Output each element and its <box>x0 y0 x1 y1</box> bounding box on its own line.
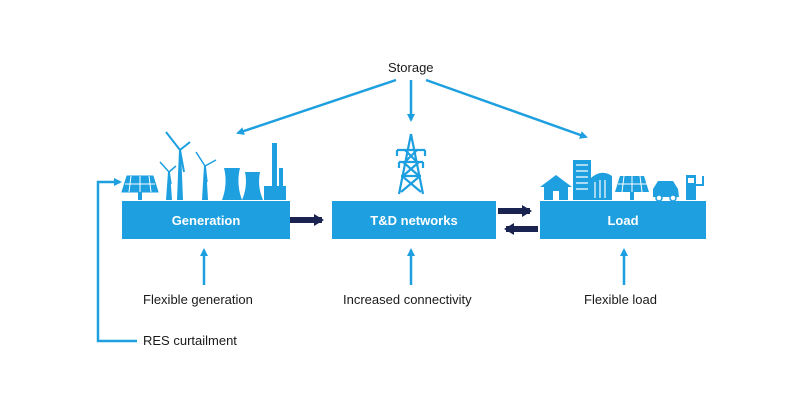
res-curtailment-label: RES curtailment <box>143 333 237 348</box>
load-icons <box>540 160 704 202</box>
wind-turbine-icon <box>195 151 217 200</box>
flexible-load-label: Flexible load <box>584 292 657 307</box>
increased-connectivity-label: Increased connectivity <box>343 292 472 307</box>
transmission-tower-icon <box>395 133 427 195</box>
input-arrows <box>200 248 628 285</box>
td-networks-box: T&D networks <box>332 201 496 239</box>
storage-arrows <box>236 78 588 139</box>
factory-icon <box>264 143 286 200</box>
load-box: Load <box>540 201 706 239</box>
generation-label: Generation <box>171 212 241 228</box>
solar-panel-icon <box>121 175 159 200</box>
storage-to-generation-arrow <box>236 78 397 135</box>
ev-charger-icon <box>686 175 704 200</box>
td-networks-label: T&D networks <box>370 212 458 228</box>
storage-to-load-arrow <box>425 78 588 139</box>
flow-arrows <box>290 205 538 235</box>
cooling-tower-icon <box>222 168 263 200</box>
car-icon <box>653 181 679 202</box>
building-icon <box>573 160 612 200</box>
generation-icons <box>121 131 286 200</box>
generation-box: Generation <box>122 201 290 239</box>
wind-turbine-icon <box>159 131 191 200</box>
res-curtailment-arrow <box>96 178 137 343</box>
flexible-generation-label: Flexible generation <box>143 292 253 307</box>
solar-panel-icon <box>615 175 649 200</box>
house-icon <box>540 175 572 200</box>
storage-label: Storage <box>388 60 434 75</box>
load-label: Load <box>607 212 639 228</box>
